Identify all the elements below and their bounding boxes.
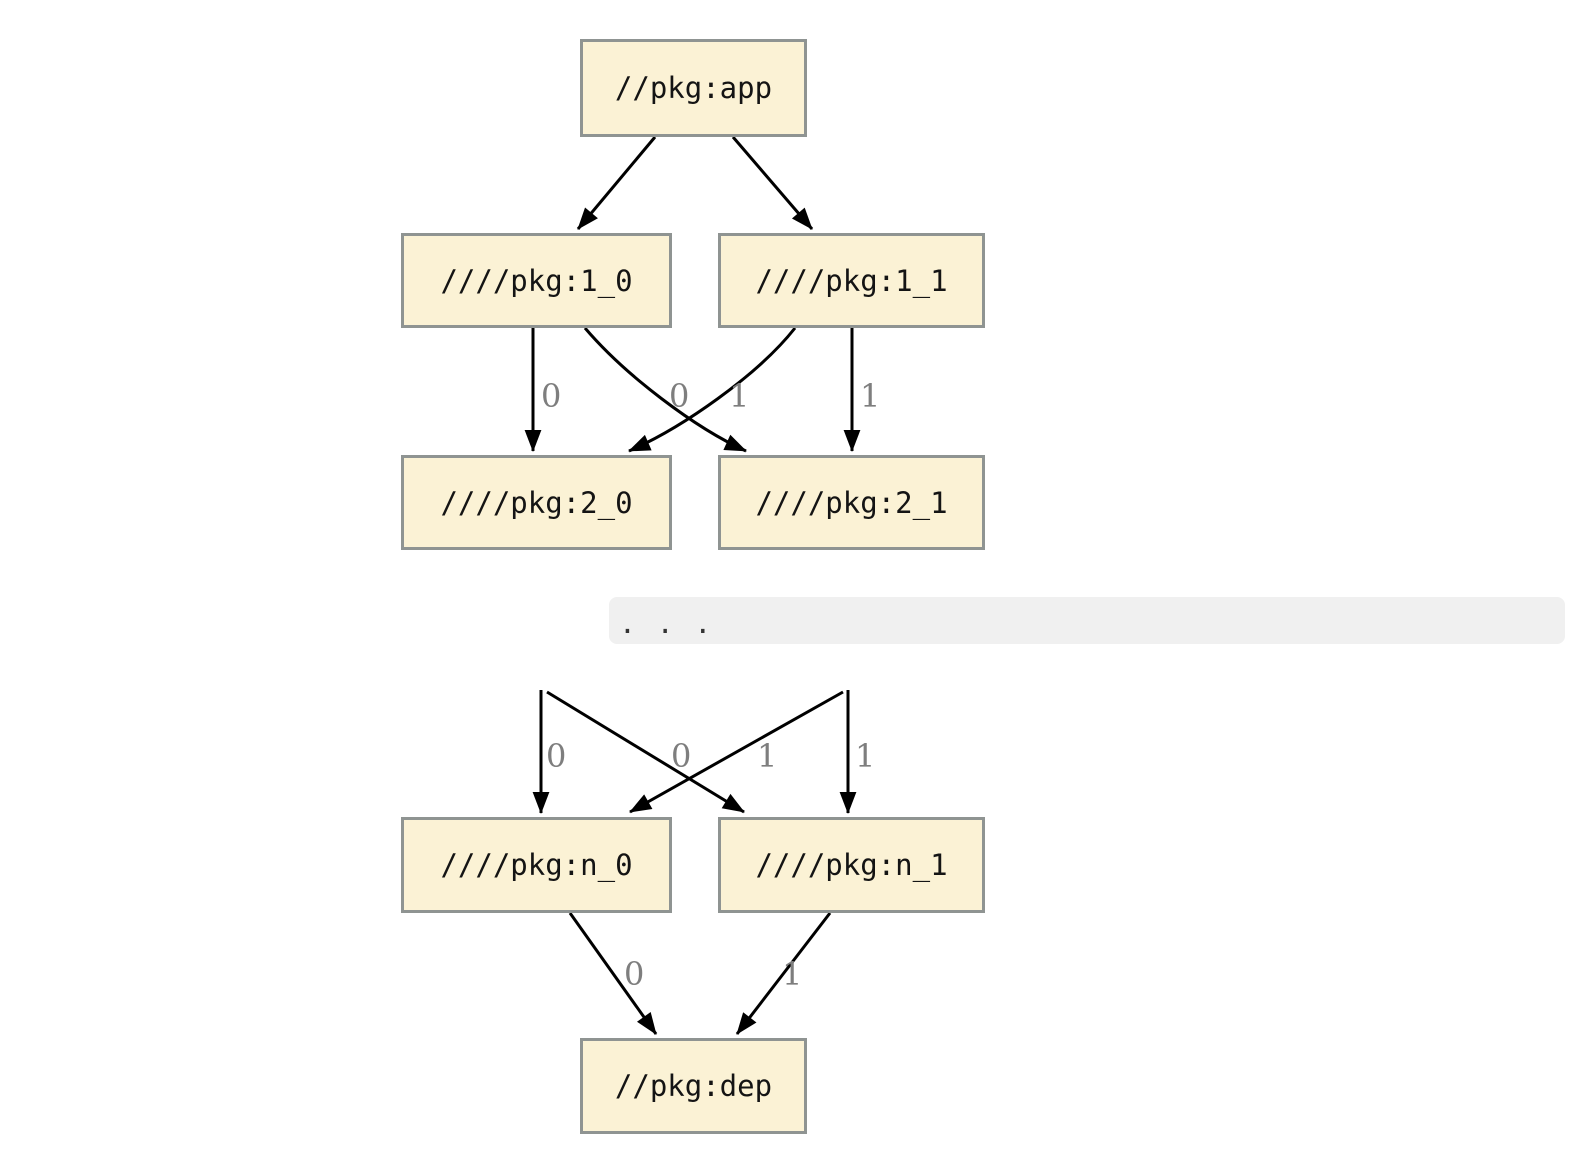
edge-n_0-to-dep xyxy=(568,912,658,1035)
edge-label: 0 xyxy=(671,737,691,775)
edge-n_1-to-dep xyxy=(735,912,832,1035)
node-label: ////pkg:2_1 xyxy=(755,485,948,520)
node-label: //pkg:dep xyxy=(614,1069,773,1103)
node-pkg-app: //pkg:app xyxy=(580,39,807,137)
node-pkg-n_0: ////pkg:n_0 xyxy=(401,817,672,913)
node-pkg-2_0: ////pkg:2_0 xyxy=(401,455,672,550)
ellipsis-text: . . . xyxy=(619,607,714,640)
edge-label: 0 xyxy=(546,737,566,775)
node-pkg-1_0: ////pkg:1_0 xyxy=(401,233,672,328)
edge-label: 1 xyxy=(855,737,875,775)
ellipsis-code-block: . . . xyxy=(609,597,1565,644)
node-label: //pkg:app xyxy=(614,71,773,105)
edge-label: 0 xyxy=(541,377,561,415)
upper-graph-edges: 0 0 1 1 xyxy=(524,136,880,453)
node-label: ////pkg:n_0 xyxy=(440,848,633,882)
node-pkg-dep: //pkg:dep xyxy=(580,1038,807,1134)
node-label: ////pkg:1_0 xyxy=(440,263,633,298)
edge-label: 1 xyxy=(782,955,802,993)
edge-label: 0 xyxy=(669,377,689,415)
node-label: ////pkg:n_1 xyxy=(755,848,948,882)
node-pkg-2_1: ////pkg:2_1 xyxy=(718,455,985,550)
edge-label: 1 xyxy=(860,377,880,415)
edge-elided-to-n_1-cross xyxy=(546,690,745,814)
node-pkg-1_1: ////pkg:1_1 xyxy=(718,233,985,328)
edge-label: 1 xyxy=(757,737,777,775)
node-label: ////pkg:2_0 xyxy=(440,485,633,520)
node-label: ////pkg:1_1 xyxy=(755,263,948,298)
edge-1_0-to-2_1 xyxy=(583,327,747,453)
edge-app-to-1_1 xyxy=(731,136,814,230)
edge-app-to-1_0 xyxy=(576,136,657,230)
node-pkg-n_1: ////pkg:n_1 xyxy=(718,817,985,913)
edge-elided-to-n_0-cross xyxy=(629,690,844,814)
edge-label: 1 xyxy=(729,377,749,415)
edge-1_1-to-2_0 xyxy=(628,327,797,453)
edge-label: 0 xyxy=(624,955,644,993)
lower-graph-edges: 0 0 1 1 0 1 xyxy=(532,690,875,1035)
